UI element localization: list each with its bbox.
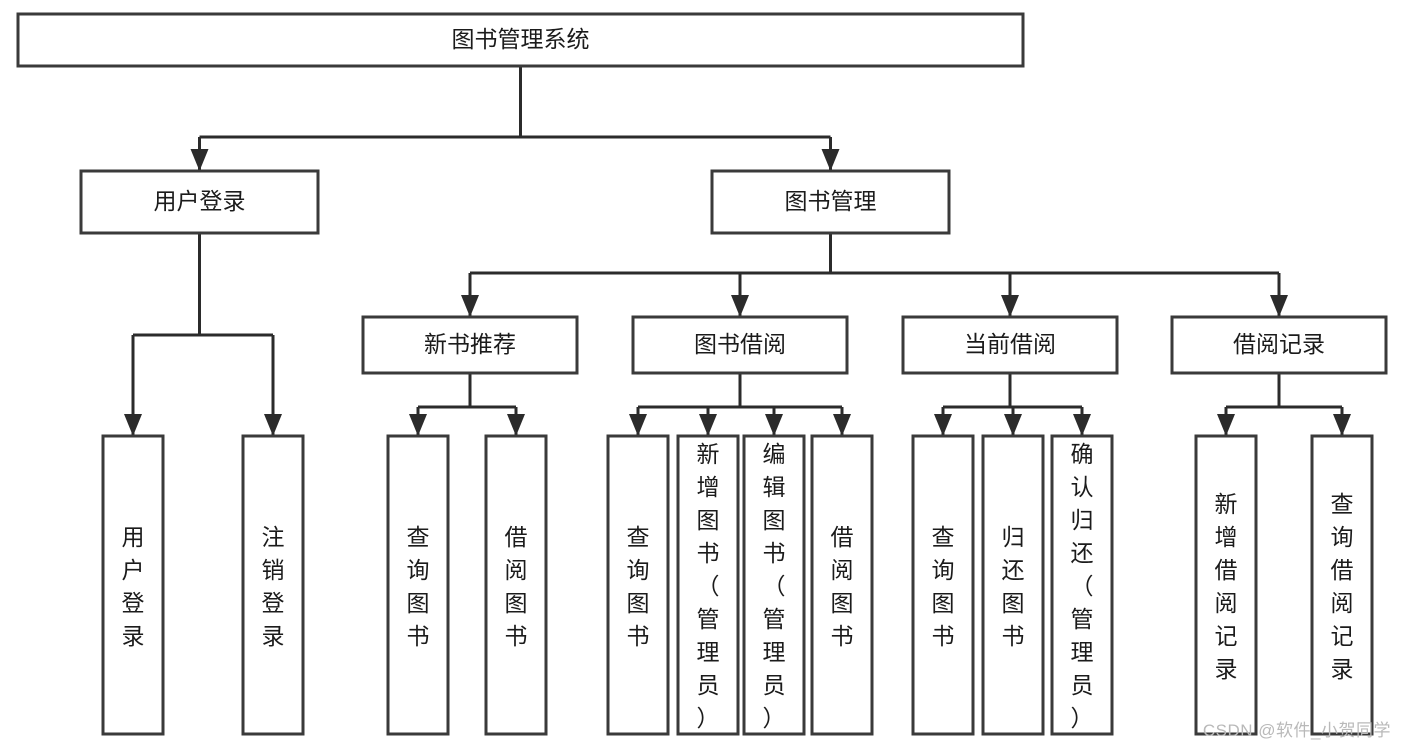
node-layer: 图书管理系统用户登录图书管理新书推荐图书借阅当前借阅借阅记录用户登录注销登录查询… (16, 12, 1388, 736)
new-book-recommend-to-leaves-arrow-1 (507, 414, 525, 436)
node-new-book-recommend-box[interactable] (361, 315, 579, 375)
node-leaf-logout-login[interactable]: 注销登录 (241, 434, 305, 736)
node-leaf-return-book-label: 归还图书 (1002, 524, 1025, 649)
node-book-borrow[interactable]: 图书借阅 (631, 315, 849, 375)
node-leaf-borrow-book-recommend-label: 借阅图书 (505, 524, 528, 649)
book-borrow-to-leaves-arrow-3 (833, 414, 851, 436)
node-leaf-confirm-return-label: 确认归还（管理员） (1071, 441, 1094, 731)
book-borrow-to-leaves-arrow-0 (629, 414, 647, 436)
node-leaf-query-borrow-record-label: 查询借阅记录 (1331, 491, 1354, 682)
management-to-level2-arrow-0 (461, 295, 479, 317)
node-leaf-borrow-book-label: 借阅图书 (831, 524, 854, 649)
node-leaf-query-book-borrow-label: 查询图书 (627, 524, 650, 649)
borrow-record-to-leaves-arrow-0 (1217, 414, 1235, 436)
node-leaf-query-book-current-box[interactable] (911, 434, 975, 736)
node-leaf-query-book-borrow[interactable]: 查询图书 (606, 434, 670, 736)
node-leaf-query-book-recommend-label: 查询图书 (407, 524, 430, 649)
node-leaf-query-book-current-label: 查询图书 (932, 524, 955, 649)
current-borrow-to-leaves-arrow-1 (1004, 414, 1022, 436)
node-leaf-edit-book-box[interactable] (742, 434, 806, 736)
csdn-watermark: CSDN @软件_小贺同学 (1202, 721, 1391, 740)
node-book-borrow-label: 图书借阅 (694, 331, 786, 357)
node-leaf-user-login[interactable]: 用户登录 (101, 434, 165, 736)
node-leaf-return-book-box[interactable] (981, 434, 1045, 736)
node-leaf-add-borrow-record-box[interactable] (1194, 434, 1258, 736)
new-book-recommend-to-leaves-arrow-0 (409, 414, 427, 436)
userlogin-to-leaves-arrow-1 (264, 414, 282, 436)
borrow-record-to-leaves-arrow-1 (1333, 414, 1351, 436)
book-borrow-to-leaves-arrow-1 (699, 414, 717, 436)
node-leaf-add-book-box[interactable] (676, 434, 740, 736)
node-leaf-logout-login-label: 注销登录 (262, 524, 285, 649)
current-borrow-to-leaves-arrow-0 (934, 414, 952, 436)
node-new-book-recommend[interactable]: 新书推荐 (361, 315, 579, 375)
node-leaf-confirm-return[interactable]: 确认归还（管理员） (1050, 434, 1114, 736)
node-leaf-query-borrow-record-box[interactable] (1310, 434, 1374, 736)
root-to-level1-arrow-1 (821, 149, 840, 171)
management-to-level2-arrow-3 (1270, 295, 1288, 317)
node-current-borrow-label: 当前借阅 (964, 331, 1056, 357)
book-borrow-to-leaves-arrow-2 (765, 414, 783, 436)
node-leaf-edit-book-label: 编辑图书（管理员） (763, 441, 786, 731)
node-user-login-label: 用户登录 (154, 188, 246, 214)
node-book-management[interactable]: 图书管理 (710, 169, 951, 235)
node-leaf-borrow-book[interactable]: 借阅图书 (810, 434, 874, 736)
node-leaf-query-book-current[interactable]: 查询图书 (911, 434, 975, 736)
node-leaf-return-book[interactable]: 归还图书 (981, 434, 1045, 736)
node-user-login[interactable]: 用户登录 (79, 169, 320, 235)
node-leaf-query-book-recommend-box[interactable] (386, 434, 450, 736)
node-leaf-query-book-borrow-box[interactable] (606, 434, 670, 736)
node-book-borrow-box[interactable] (631, 315, 849, 375)
node-current-borrow[interactable]: 当前借阅 (901, 315, 1119, 375)
node-leaf-add-borrow-record[interactable]: 新增借阅记录 (1194, 434, 1258, 736)
userlogin-to-leaves-arrow-0 (124, 414, 142, 436)
node-root-system-box[interactable] (16, 12, 1025, 68)
current-borrow-to-leaves-arrow-2 (1073, 414, 1091, 436)
node-new-book-recommend-label: 新书推荐 (424, 331, 516, 357)
node-leaf-add-book[interactable]: 新增图书（管理员） (676, 434, 740, 736)
connector-layer (124, 66, 1351, 436)
node-leaf-borrow-book-recommend-box[interactable] (484, 434, 548, 736)
node-leaf-user-login-label: 用户登录 (122, 524, 145, 649)
node-leaf-query-book-recommend[interactable]: 查询图书 (386, 434, 450, 736)
node-leaf-confirm-return-box[interactable] (1050, 434, 1114, 736)
root-to-level1-arrow-0 (190, 149, 209, 171)
node-leaf-user-login-box[interactable] (101, 434, 165, 736)
node-leaf-borrow-book-recommend[interactable]: 借阅图书 (484, 434, 548, 736)
node-root-system-label: 图书管理系统 (452, 26, 590, 52)
node-book-management-box[interactable] (710, 169, 951, 235)
node-current-borrow-box[interactable] (901, 315, 1119, 375)
node-root-system[interactable]: 图书管理系统 (16, 12, 1025, 68)
node-leaf-logout-login-box[interactable] (241, 434, 305, 736)
node-borrow-record-box[interactable] (1170, 315, 1388, 375)
node-leaf-query-borrow-record[interactable]: 查询借阅记录 (1310, 434, 1374, 736)
node-leaf-borrow-book-box[interactable] (810, 434, 874, 736)
node-leaf-edit-book[interactable]: 编辑图书（管理员） (742, 434, 806, 736)
node-leaf-add-book-label: 新增图书（管理员） (697, 441, 720, 731)
management-to-level2-arrow-1 (731, 295, 749, 317)
node-leaf-add-borrow-record-label: 新增借阅记录 (1215, 491, 1238, 682)
management-to-level2-arrow-2 (1001, 295, 1019, 317)
node-borrow-record[interactable]: 借阅记录 (1170, 315, 1388, 375)
node-borrow-record-label: 借阅记录 (1233, 331, 1325, 357)
node-book-management-label: 图书管理 (785, 188, 877, 214)
node-user-login-box[interactable] (79, 169, 320, 235)
